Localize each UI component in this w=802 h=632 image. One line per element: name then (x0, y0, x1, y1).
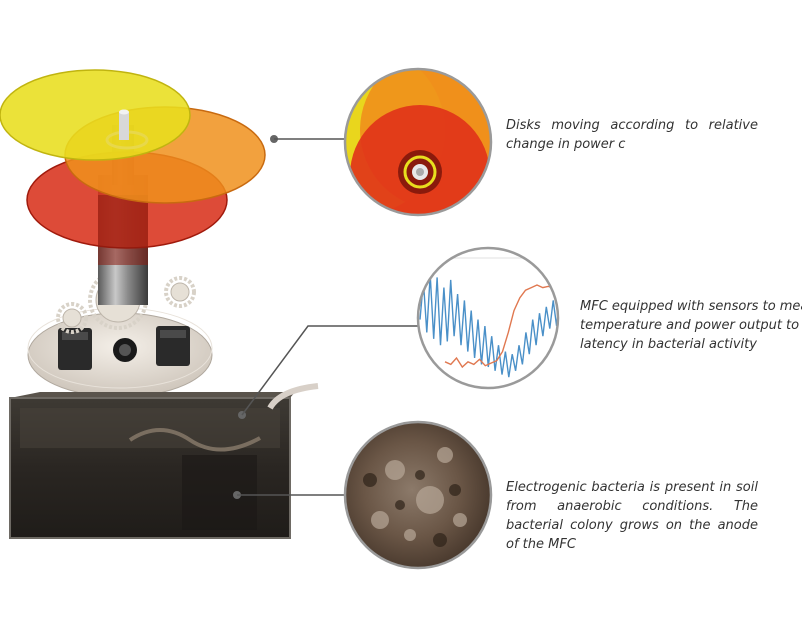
detail-circle-disks (343, 67, 493, 217)
caption-bacteria: Electrogenic bacteria is present in soil… (506, 480, 758, 552)
caption-disks: Disks moving according to relative chang… (506, 118, 758, 152)
detail-circle-soil (343, 420, 493, 570)
connector-bacteria (233, 491, 345, 499)
series-orange-line (444, 284, 558, 369)
disk-yellow (0, 69, 191, 161)
connector-sensors (238, 325, 418, 419)
tube (267, 383, 319, 410)
stepper-motor-right (156, 326, 190, 366)
mfc-tank (9, 392, 295, 539)
connector-disks (270, 135, 345, 143)
stepper-motor-left (58, 328, 92, 370)
detail-circle-sensors (416, 246, 560, 390)
series-blue-line (419, 274, 558, 378)
